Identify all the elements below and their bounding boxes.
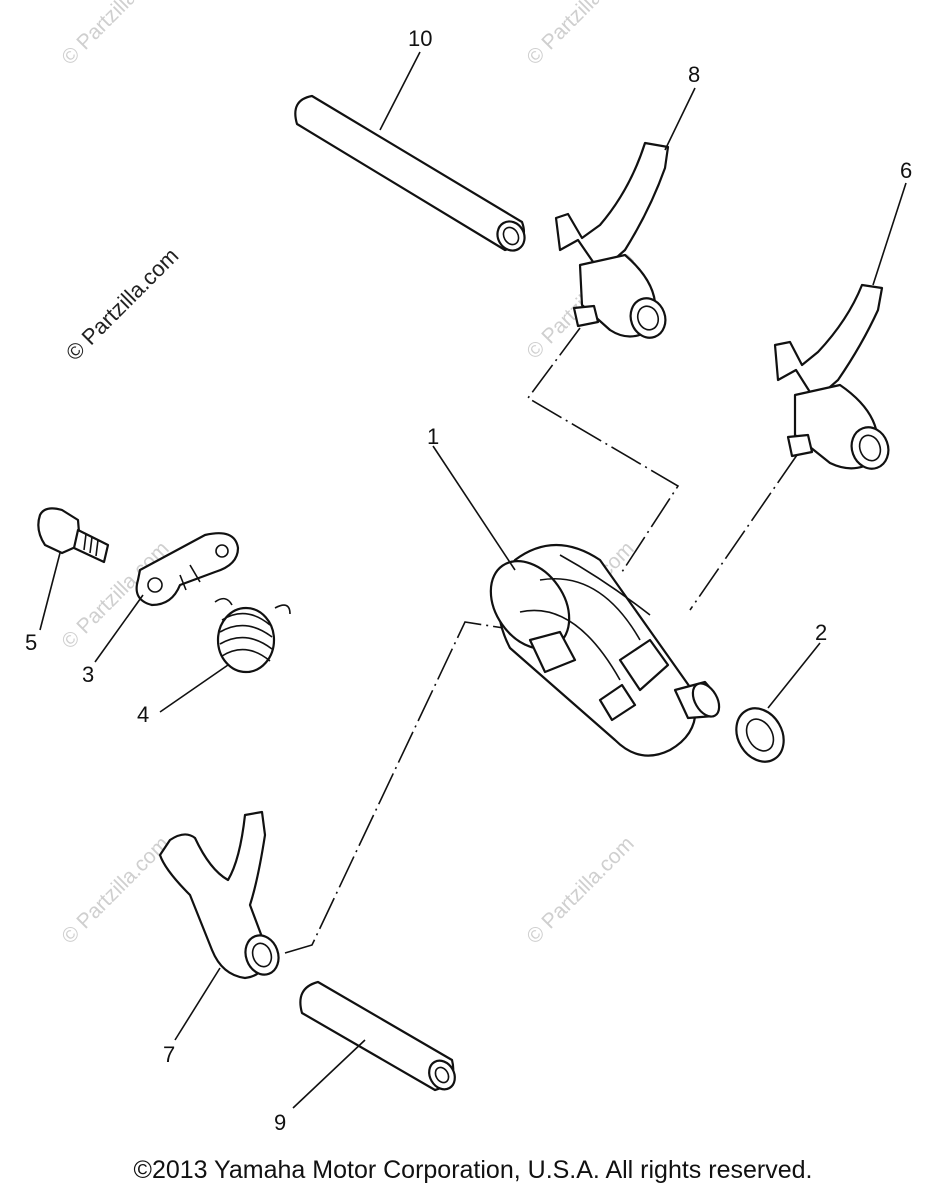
assembly-line-fork-8 — [526, 327, 680, 576]
watermark-side: © Partzilla.com — [61, 243, 184, 366]
part-10-guide-bar-long — [294, 94, 526, 252]
part-1-shift-drum — [489, 543, 721, 757]
assembly-line-fork-6 — [689, 454, 798, 611]
callout-labels: 10 8 6 1 5 3 4 2 7 9 — [25, 26, 912, 1135]
leader-lines — [39, 51, 907, 1109]
callout-7: 7 — [163, 1042, 175, 1067]
callout-8: 8 — [688, 62, 700, 87]
leader-5 — [39, 552, 61, 631]
leader-10 — [379, 51, 421, 131]
callout-10: 10 — [408, 26, 432, 51]
watermark-7: © Partzilla.com — [522, 832, 638, 948]
leader-8 — [664, 87, 696, 151]
callout-3: 3 — [82, 662, 94, 687]
part-7-shift-fork — [158, 810, 280, 980]
callout-5: 5 — [25, 630, 37, 655]
watermark-6: © Partzilla.com — [57, 832, 173, 948]
callout-2: 2 — [815, 620, 827, 645]
callout-4: 4 — [137, 702, 149, 727]
watermark-1: © Partzilla.com — [57, 0, 173, 70]
watermark-2: © Partzilla.com — [522, 0, 638, 70]
leader-3 — [94, 594, 144, 663]
callout-6: 6 — [900, 158, 912, 183]
callout-9: 9 — [274, 1110, 286, 1135]
part-5-bolt — [37, 507, 110, 564]
leader-1 — [432, 445, 516, 571]
part-6-shift-fork — [773, 283, 890, 470]
callout-1: 1 — [427, 424, 439, 449]
part-9-guide-bar-short — [299, 980, 456, 1092]
leader-7 — [174, 967, 221, 1041]
leader-6 — [872, 182, 907, 286]
part-3-stopper-lever — [135, 532, 240, 607]
leader-2 — [767, 642, 821, 709]
part-2-washer — [735, 707, 785, 763]
leader-9 — [292, 1039, 366, 1109]
leader-4 — [159, 664, 229, 713]
copyright-notice: ©2013 Yamaha Motor Corporation, U.S.A. A… — [133, 1156, 813, 1184]
assembly-line-fork-7 — [284, 621, 569, 954]
part-8-shift-fork — [554, 141, 670, 339]
part-4-torsion-spring — [214, 597, 291, 674]
